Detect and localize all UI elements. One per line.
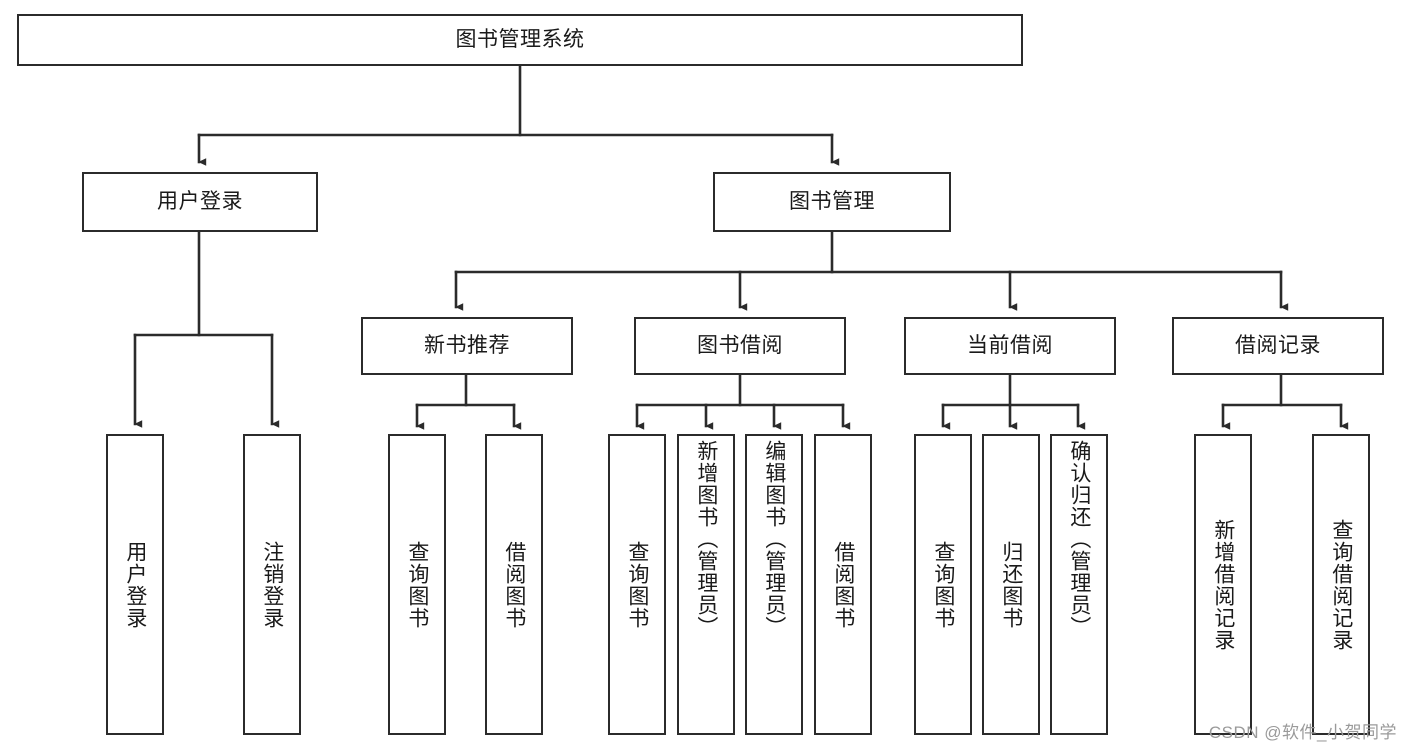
node-current-borrow[interactable]: 当前借阅 xyxy=(904,317,1116,375)
node-label: 图书借阅 xyxy=(697,334,783,358)
node-label: 用户登录 xyxy=(157,190,243,214)
leaf-label: 查询图书 xyxy=(625,540,649,629)
node-book-management[interactable]: 图书管理 xyxy=(713,172,951,232)
leaf-user-login-login[interactable]: 用户登录 xyxy=(106,434,164,735)
leaf-recommend-query-book[interactable]: 查询图书 xyxy=(388,434,446,735)
leaf-label: 注销登录 xyxy=(260,540,284,629)
leaf-record-query-record[interactable]: 查询借阅记录 xyxy=(1312,434,1370,735)
node-book-borrow[interactable]: 图书借阅 xyxy=(634,317,846,375)
leaf-label: 查询借阅记录 xyxy=(1329,518,1353,651)
leaf-label: 查询图书 xyxy=(931,540,955,629)
leaf-record-add-record[interactable]: 新增借阅记录 xyxy=(1194,434,1252,735)
leaf-user-login-logout[interactable]: 注销登录 xyxy=(243,434,301,735)
leaf-current-return-book[interactable]: 归还图书 xyxy=(982,434,1040,735)
leaf-label: 新增图书（管理员） xyxy=(694,440,718,638)
leaf-recommend-borrow-book[interactable]: 借阅图书 xyxy=(485,434,543,735)
node-label: 借阅记录 xyxy=(1235,334,1321,358)
node-label: 图书管理系统 xyxy=(455,28,585,52)
leaf-borrow-add-book-admin[interactable]: 新增图书（管理员） xyxy=(677,434,735,735)
leaf-label: 编辑图书（管理员） xyxy=(762,440,786,638)
node-new-book-recommend[interactable]: 新书推荐 xyxy=(361,317,573,375)
leaf-label: 查询图书 xyxy=(405,540,429,629)
leaf-borrow-borrow-book[interactable]: 借阅图书 xyxy=(814,434,872,735)
leaf-label: 用户登录 xyxy=(123,540,147,629)
node-label: 当前借阅 xyxy=(967,334,1053,358)
node-user-login[interactable]: 用户登录 xyxy=(82,172,318,232)
node-root-system[interactable]: 图书管理系统 xyxy=(17,14,1023,66)
node-borrow-record[interactable]: 借阅记录 xyxy=(1172,317,1384,375)
leaf-label: 归还图书 xyxy=(999,540,1023,629)
node-label: 图书管理 xyxy=(789,190,875,214)
leaf-borrow-edit-book-admin[interactable]: 编辑图书（管理员） xyxy=(745,434,803,735)
node-label: 新书推荐 xyxy=(424,334,510,358)
leaf-label: 借阅图书 xyxy=(502,540,526,629)
leaf-borrow-query-book[interactable]: 查询图书 xyxy=(608,434,666,735)
leaf-current-confirm-return-admin[interactable]: 确认归还（管理员） xyxy=(1050,434,1108,735)
leaf-current-query-book[interactable]: 查询图书 xyxy=(914,434,972,735)
leaf-label: 确认归还（管理员） xyxy=(1067,440,1091,638)
leaf-label: 借阅图书 xyxy=(831,540,855,629)
leaf-label: 新增借阅记录 xyxy=(1211,518,1235,651)
